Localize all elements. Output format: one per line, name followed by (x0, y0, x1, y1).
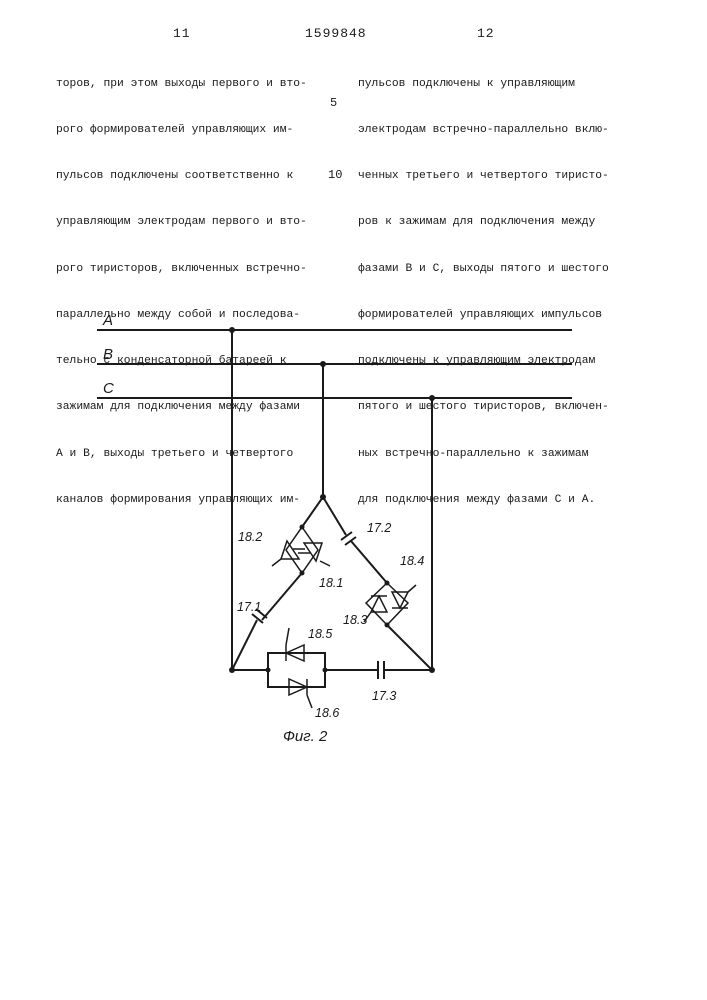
thyristor-symbol (371, 596, 387, 612)
gate-lead (408, 585, 416, 592)
gate-lead (286, 628, 289, 645)
junction-dot (229, 327, 235, 333)
gate-lead (320, 561, 330, 566)
label-17-1: 17.1 (237, 600, 261, 614)
wire (351, 541, 387, 583)
label-18-4: 18.4 (400, 554, 424, 568)
wire (387, 625, 432, 670)
wire (302, 497, 323, 527)
junction-dot (429, 395, 435, 401)
phase-label-c: C (103, 380, 114, 397)
thyristor-pair-18-1-18-2 (286, 527, 318, 573)
phase-label-a: A (102, 312, 113, 329)
label-18-6: 18.6 (315, 706, 339, 720)
gate-lead (307, 695, 312, 708)
wire (323, 497, 346, 535)
label-17-2: 17.2 (367, 521, 391, 535)
capacitor-17-1-plate (252, 614, 263, 623)
junction-dot (320, 361, 326, 367)
gate-lead (272, 559, 281, 566)
wire (262, 573, 302, 620)
label-18-5: 18.5 (308, 627, 332, 641)
figure-caption: Фиг. 2 (283, 728, 328, 745)
phase-label-b: B (103, 346, 113, 363)
capacitor-17-2-plate (341, 532, 352, 540)
wire (232, 620, 257, 670)
label-18-2: 18.2 (238, 530, 262, 544)
label-18-1: 18.1 (319, 576, 343, 590)
label-17-3: 17.3 (372, 689, 396, 703)
label-18-3: 18.3 (343, 613, 367, 627)
